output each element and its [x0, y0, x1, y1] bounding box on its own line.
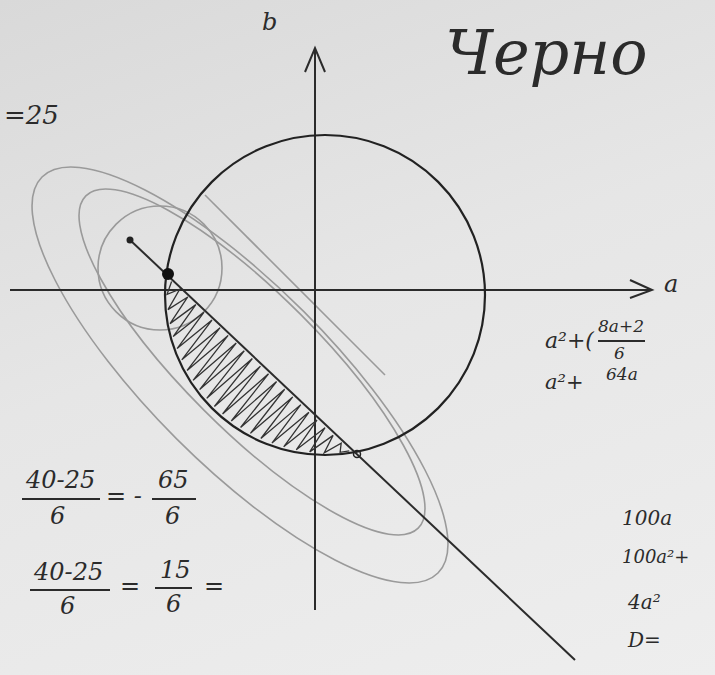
axes [10, 48, 652, 610]
b-axis [314, 48, 316, 610]
handwritten-note: 100a²+ [622, 548, 689, 566]
main-circle [165, 135, 485, 455]
handwritten-note: = [120, 574, 140, 598]
handwritten-note: 6 [165, 504, 180, 528]
axis-arrow [630, 280, 652, 298]
handwritten-note: 40-25 [26, 468, 95, 492]
handwritten-note: 100a [622, 508, 672, 528]
intersection-point [354, 451, 361, 458]
handwritten-note: = - [106, 484, 142, 508]
fraction-bar [598, 340, 645, 342]
inner-loop [38, 148, 467, 577]
a-axis [10, 289, 652, 291]
handwritten-note: 6 [60, 594, 75, 618]
handwritten-note: =25 [4, 102, 59, 128]
handwritten-note: 40-25 [34, 560, 103, 584]
fraction-bar [152, 498, 196, 500]
handwritten-note: D= [628, 630, 661, 650]
handwritten-note: 6 [614, 345, 625, 362]
fraction-bar [155, 587, 192, 589]
fraction-bars [22, 341, 645, 590]
handwritten-note: 65 [158, 468, 189, 492]
handwritten-note: = [204, 574, 224, 598]
fraction-bar [30, 589, 110, 591]
handwritten-note: a [664, 272, 678, 296]
hatching [167, 282, 349, 453]
handwritten-note: a²+ [545, 372, 584, 393]
point [127, 237, 134, 244]
intersection-point [162, 268, 174, 280]
handwritten-note: 64a [606, 366, 638, 383]
diagonal-line [130, 240, 575, 660]
axis-arrow [305, 48, 325, 72]
fraction-bar [22, 498, 100, 500]
handwritten-note: 6 [50, 504, 65, 528]
pencil-loops [0, 113, 502, 636]
handwritten-note: 15 [160, 558, 191, 582]
outer-loop [0, 113, 502, 636]
handwritten-note: a²+( [545, 330, 594, 352]
handwritten-note: 4a² [628, 592, 661, 612]
handwritten-note: Черно [445, 22, 647, 84]
handwritten-note: b [262, 10, 277, 34]
handwritten-note: 6 [166, 592, 181, 616]
handwritten-note: 8a+2 [598, 318, 644, 335]
